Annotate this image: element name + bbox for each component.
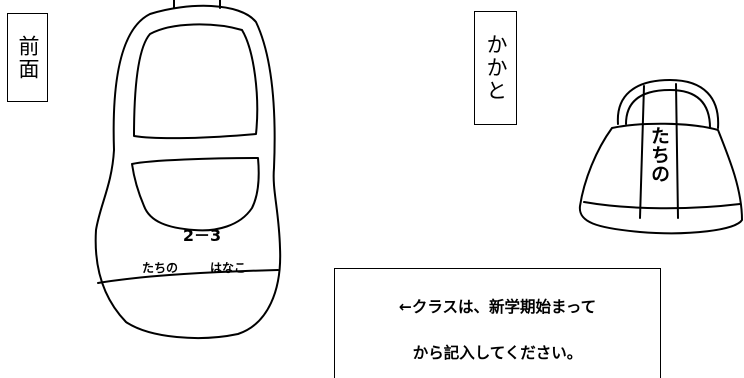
heel-arch-inner xyxy=(625,89,711,129)
shoe-heel-view xyxy=(578,79,743,235)
instruction-note: ←クラスは、新学期始まって から記入してください。 xyxy=(334,268,661,378)
shoe-strap xyxy=(131,157,260,232)
heel-body xyxy=(578,122,743,235)
name-second: はなこ xyxy=(210,261,246,275)
heel-name-tape xyxy=(639,83,679,219)
shoe-sole-line xyxy=(97,269,279,284)
label-box-front: 前面 xyxy=(7,13,48,102)
label-front: 前面 xyxy=(16,34,40,81)
label-box-heel: かかと xyxy=(474,11,517,125)
shoe-front-view xyxy=(94,0,282,339)
note-line-1: ←クラスは、新学期始まって xyxy=(398,298,597,316)
heel-arch xyxy=(616,79,720,129)
heel-name: たちの xyxy=(648,126,670,183)
shoe-front-outline xyxy=(94,4,282,339)
shoe-opening xyxy=(133,23,259,140)
note-line-2: から記入してください。 xyxy=(412,344,583,362)
class-number: 2－3 xyxy=(183,226,221,245)
label-heel: かかと xyxy=(484,33,508,103)
heel-base xyxy=(583,201,741,210)
name-first: たちの xyxy=(142,261,178,275)
